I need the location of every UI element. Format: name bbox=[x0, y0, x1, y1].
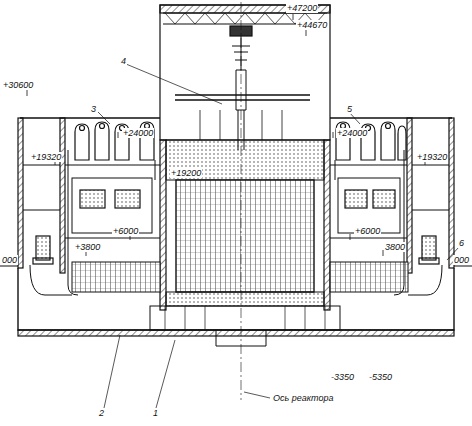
central-hall bbox=[160, 5, 330, 140]
pump bbox=[373, 190, 395, 208]
level-mark: +19200 bbox=[170, 168, 202, 178]
lower-shield bbox=[166, 292, 324, 306]
level-mark: +6000 bbox=[112, 226, 139, 236]
reactor-core bbox=[176, 180, 314, 292]
callout-number: 5 bbox=[346, 104, 353, 114]
level-mark: +24000 bbox=[122, 128, 154, 138]
level-mark: +44670 bbox=[296, 20, 328, 30]
callout-number: 3 bbox=[90, 104, 97, 114]
level-mark: 000 bbox=[453, 255, 470, 265]
callout-number: 2 bbox=[98, 408, 105, 418]
level-mark: +19320 bbox=[416, 152, 448, 162]
level-mark: -3350 bbox=[330, 372, 355, 382]
level-mark: +47200 bbox=[286, 3, 318, 13]
level-mark: +19320 bbox=[30, 152, 62, 162]
axis-label: Ось реактора bbox=[272, 393, 334, 403]
level-mark: +30600 bbox=[2, 80, 34, 90]
level-mark: +24000 bbox=[336, 128, 368, 138]
drum-separator bbox=[75, 122, 154, 160]
upper-shield bbox=[166, 140, 324, 180]
level-mark: +6000 bbox=[354, 226, 381, 236]
reactor-axis bbox=[241, 2, 242, 400]
level-mark: -5350 bbox=[368, 372, 393, 382]
level-mark: +3800 bbox=[74, 242, 101, 252]
pump bbox=[345, 190, 367, 208]
pump bbox=[115, 190, 140, 208]
callout-number: 1 bbox=[152, 408, 159, 418]
level-mark: 000 bbox=[1, 255, 18, 265]
callout-number: 6 bbox=[458, 238, 465, 248]
level-mark: 3800 bbox=[384, 242, 406, 252]
callout-number: 4 bbox=[120, 56, 127, 66]
header bbox=[72, 262, 160, 292]
drum-separator bbox=[336, 122, 406, 160]
pump bbox=[80, 190, 105, 208]
header bbox=[330, 262, 408, 292]
